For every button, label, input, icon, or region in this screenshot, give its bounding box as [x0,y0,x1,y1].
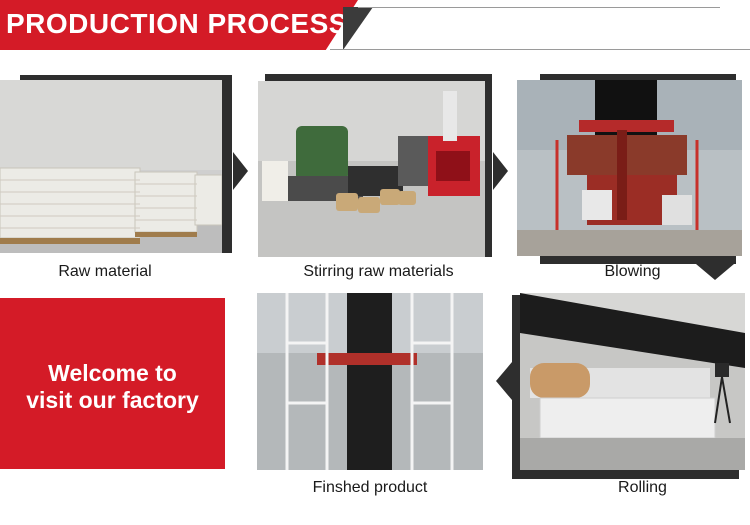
blowing-photo [517,80,742,256]
raw-material-photo [0,80,222,253]
welcome-line-2: visit our factory [26,387,199,413]
page-title: PRODUCTION PROCESS [6,8,348,39]
header-banner [0,0,358,50]
step-label-rolling: Rolling [618,479,667,496]
header-divider-bottom [330,49,750,50]
stirring-photo [258,81,485,257]
step-label-finished-product: Finshed product [312,479,428,496]
step-label-raw-material: Raw material [58,263,152,280]
welcome-panel: Welcome to visit our factory [0,298,225,469]
rolling-photo [520,293,745,470]
arrow-left-icon [496,362,512,400]
step-label-blowing: Blowing [604,263,661,280]
banner-accent-triangle [343,7,373,50]
welcome-message: Welcome to visit our factory [0,360,225,414]
header-divider-top [358,7,720,8]
arrow-right-icon [493,152,508,190]
step-label-stirring: Stirring raw materials [303,263,454,280]
arrow-right-icon [233,152,248,190]
welcome-line-1: Welcome to [48,360,177,386]
finished-product-photo [257,293,483,470]
